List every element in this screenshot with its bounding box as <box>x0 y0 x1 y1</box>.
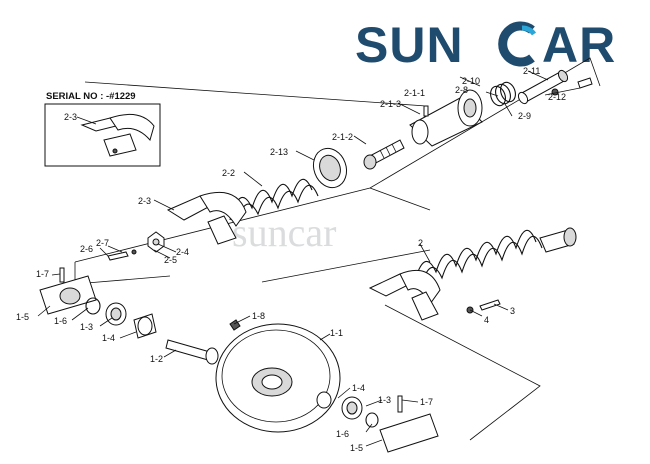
left-end-parts <box>39 267 157 339</box>
pin-part <box>517 69 593 105</box>
label-1-2: 1-2 <box>150 354 163 364</box>
label-1-4-left: 1-4 <box>102 333 115 343</box>
shaft-part <box>165 339 219 365</box>
label-2-9: 2-9 <box>518 111 531 121</box>
label-2-3-inset: 2-3 <box>64 112 77 122</box>
body-part <box>409 89 483 147</box>
label-2-1-1: 2-1-1 <box>404 88 425 98</box>
logo-c-icon <box>498 21 537 67</box>
label-2: 2 <box>418 238 423 248</box>
label-3: 3 <box>510 306 515 316</box>
serial-inset: SERIAL NO : -#1229 <box>44 91 161 167</box>
watermark: suncar <box>232 210 336 255</box>
label-1-8: 1-8 <box>252 311 265 321</box>
label-1-7-left: 1-7 <box>36 269 49 279</box>
ring-part <box>312 147 348 189</box>
label-1-3-left: 1-3 <box>80 322 93 332</box>
bracket-inset-part <box>80 113 155 157</box>
rod-part <box>363 139 405 170</box>
label-2-6: 2-6 <box>80 244 93 254</box>
label-1-7-right: 1-7 <box>420 397 433 407</box>
label-1-5-left: 1-5 <box>16 312 29 322</box>
logo-text-left: SUN <box>355 17 464 73</box>
label-2-7: 2-7 <box>96 238 109 248</box>
right-end-parts <box>316 391 439 453</box>
label-2-5: 2-5 <box>164 255 177 265</box>
label-2-8: 2-8 <box>455 85 468 95</box>
suncar-logo: SUN AR <box>355 17 616 73</box>
label-1-1: 1-1 <box>330 328 343 338</box>
upper-spring <box>229 178 319 225</box>
label-1-3-right: 1-3 <box>378 395 391 405</box>
label-2-11: 2-11 <box>523 66 540 76</box>
logo-text-right: AR <box>542 17 616 73</box>
label-2-3: 2-3 <box>138 196 151 206</box>
serial-number: SERIAL NO : -#1229 <box>46 91 136 102</box>
nut-parts <box>107 231 165 261</box>
part-labels: 2-11 2-10 2-8 2-1-1 2-1-3 2-12 2-9 2-3 2… <box>16 66 566 453</box>
label-2-1-3: 2-1-3 <box>380 99 401 109</box>
leader-lines <box>37 70 581 447</box>
idler-wheel <box>215 319 341 433</box>
label-2-10: 2-10 <box>462 76 480 86</box>
label-1-4-right: 1-4 <box>352 383 365 393</box>
label-4: 4 <box>484 315 489 325</box>
label-1-5-right: 1-5 <box>350 443 363 453</box>
lower-spring-assembly <box>368 227 577 321</box>
label-1-6-left: 1-6 <box>54 316 67 326</box>
label-2-12: 2-12 <box>548 92 566 102</box>
label-2-1-2: 2-1-2 <box>332 132 353 142</box>
seal-rings <box>490 81 516 107</box>
label-2-13: 2-13 <box>270 147 288 157</box>
label-2-2: 2-2 <box>222 168 235 178</box>
upper-bracket <box>166 192 247 245</box>
label-2-4: 2-4 <box>176 247 189 257</box>
label-1-6-right: 1-6 <box>336 429 349 439</box>
